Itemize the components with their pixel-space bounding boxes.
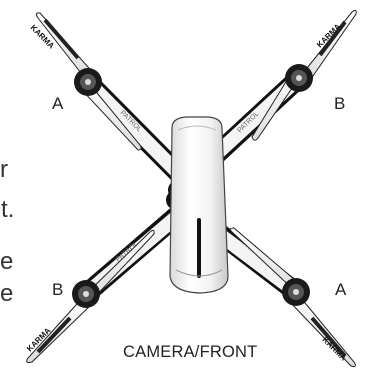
label-rear-right: A (335, 281, 346, 298)
label-rear-left: B (52, 281, 63, 298)
cropped-text-fragment: t. (1, 198, 14, 222)
label-front-right: B (334, 95, 345, 112)
label-front-left: A (52, 95, 63, 112)
cropped-text-fragment: e (0, 250, 13, 274)
propeller-front-left (36, 13, 141, 150)
cropped-text-fragment: r (0, 158, 8, 182)
drone-body (170, 117, 228, 293)
body-seam (197, 218, 201, 278)
camera-front-caption: CAMERA/FRONT (123, 344, 257, 361)
cropped-text-fragment: e (0, 282, 13, 306)
